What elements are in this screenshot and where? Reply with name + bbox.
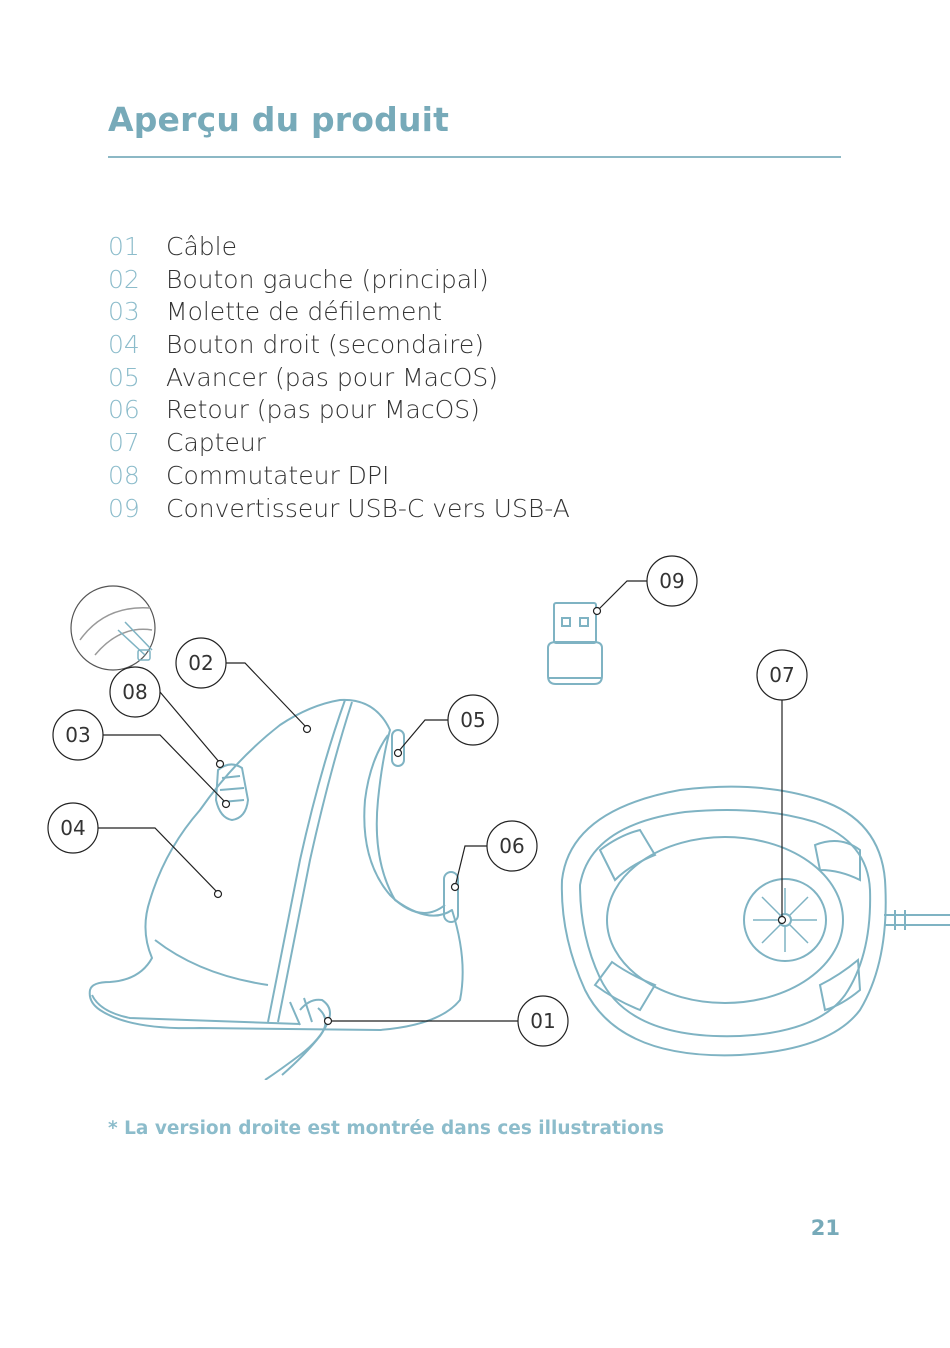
part-number: 01 — [108, 232, 140, 261]
callout-04: 04 — [47, 802, 99, 854]
callout-leaders — [97, 580, 783, 1022]
part-number: 09 — [108, 493, 140, 523]
part-label: Bouton droit (secondaire) — [166, 330, 485, 360]
part-number: 05 — [108, 362, 140, 392]
callout-09-label: 09 — [659, 569, 684, 593]
list-item: 08 Commutateur DPI — [108, 460, 570, 493]
part-label: Commutateur DPI — [166, 460, 390, 490]
dpi-zoom-detail — [70, 585, 156, 671]
callout-03-label: 03 — [65, 723, 90, 747]
callout-09: 09 — [646, 555, 698, 607]
part-number: 03 — [108, 297, 140, 327]
part-number: 04 — [108, 330, 140, 360]
part-number: 02 — [108, 264, 140, 294]
part-label: Bouton gauche (principal) — [166, 264, 489, 294]
usb-converter-drawing — [547, 602, 603, 685]
callout-08: 08 — [109, 666, 161, 718]
callout-06-label: 06 — [499, 834, 524, 858]
callout-08-label: 08 — [122, 680, 147, 704]
list-item: 06 Retour (pas pour MacOS) — [108, 394, 570, 427]
list-item: 05 Avancer (pas pour MacOS) — [108, 362, 570, 395]
parts-list: 01 Câble 02 Bouton gauche (principal) 03 Mo… — [108, 231, 570, 525]
list-item: 09 Convertisseur USB-C vers USB-A — [108, 493, 570, 526]
part-number: 08 — [108, 460, 140, 490]
callout-05-label: 05 — [460, 708, 485, 732]
part-number: 07 — [108, 428, 140, 458]
callout-02-label: 02 — [188, 651, 213, 675]
list-item: 07 Capteur — [108, 427, 570, 460]
mouse-underside-drawing — [560, 785, 950, 1057]
page-number: 21 — [810, 1216, 840, 1240]
part-label: Câble — [166, 232, 237, 261]
callout-01-label: 01 — [530, 1009, 555, 1033]
part-label: Capteur — [166, 428, 266, 458]
list-item: 04 Bouton droit (secondaire) — [108, 329, 570, 362]
product-illustration: 02 08 03 04 05 06 01 07 09 — [47, 555, 950, 1080]
mouse-drawing — [88, 698, 464, 1080]
page-title: Aperçu du produit — [108, 100, 450, 139]
part-label: Avancer (pas pour MacOS) — [166, 362, 499, 392]
callout-07: 07 — [756, 649, 808, 701]
callout-anchor-dots — [213, 606, 787, 1026]
list-item: 01 Câble — [108, 231, 570, 264]
callout-05: 05 — [447, 694, 499, 746]
callout-04-label: 04 — [60, 816, 85, 840]
footnote: * La version droite est montrée dans ces… — [108, 1118, 665, 1139]
part-label: Convertisseur USB-C vers USB-A — [166, 493, 570, 523]
callout-07-label: 07 — [769, 663, 794, 687]
list-item: 02 Bouton gauche (principal) — [108, 264, 570, 297]
part-number: 06 — [108, 395, 140, 425]
part-label: Retour (pas pour MacOS) — [166, 395, 480, 425]
list-item: 03 Molette de défilement — [108, 296, 570, 329]
title-divider — [108, 156, 841, 158]
callout-02: 02 — [175, 637, 227, 689]
part-label: Molette de défilement — [166, 297, 443, 327]
callout-06: 06 — [486, 820, 538, 872]
callout-01: 01 — [517, 995, 569, 1047]
callout-03: 03 — [52, 709, 104, 761]
